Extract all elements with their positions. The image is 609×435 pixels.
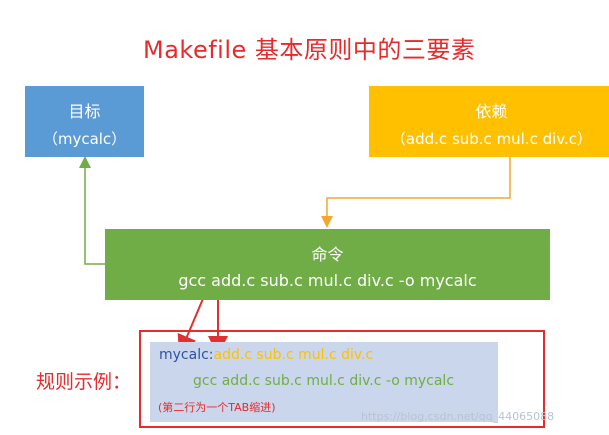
- watermark: https://blog.csdn.net/qq_44065088: [361, 410, 555, 423]
- diagram-title: Makefile 基本原则中的三要素: [143, 36, 476, 64]
- rule-colon: :: [208, 347, 214, 363]
- rule-example-frame: [139, 330, 545, 428]
- dependency-to-command-arrow: [321, 157, 511, 228]
- rule-note: (第二行为一个TAB缩进): [158, 401, 276, 414]
- target-box: 目标 （mycalc）: [25, 86, 144, 157]
- rule-dependencies: add.c sub.c mul.c div.c: [213, 347, 374, 363]
- rule-line-1: mycalc:add.c sub.c mul.c div.c: [159, 347, 373, 363]
- rule-example-label: 规则示例：: [36, 371, 132, 393]
- command-value: gcc add.c sub.c mul.c div.c -o mycalc: [178, 271, 477, 290]
- command-label: 命令: [311, 245, 344, 264]
- dependency-value: （add.c sub.c mul.c div.c）: [390, 130, 593, 148]
- rule-example-background: [150, 342, 498, 422]
- target-label: 目标: [68, 102, 101, 121]
- rule-target: mycalc: [159, 347, 209, 363]
- dependency-box: 依赖 （add.c sub.c mul.c div.c）: [369, 86, 609, 157]
- rule-line-2: gcc add.c sub.c mul.c div.c -o mycalc: [193, 373, 455, 389]
- dependency-label: 依赖: [475, 102, 508, 121]
- target-value: （mycalc）: [42, 130, 127, 148]
- command-box: 命令 gcc add.c sub.c mul.c div.c -o mycalc: [105, 229, 550, 300]
- command-to-target-arrow: [79, 156, 105, 265]
- target-highlight-arrow: [177, 293, 206, 356]
